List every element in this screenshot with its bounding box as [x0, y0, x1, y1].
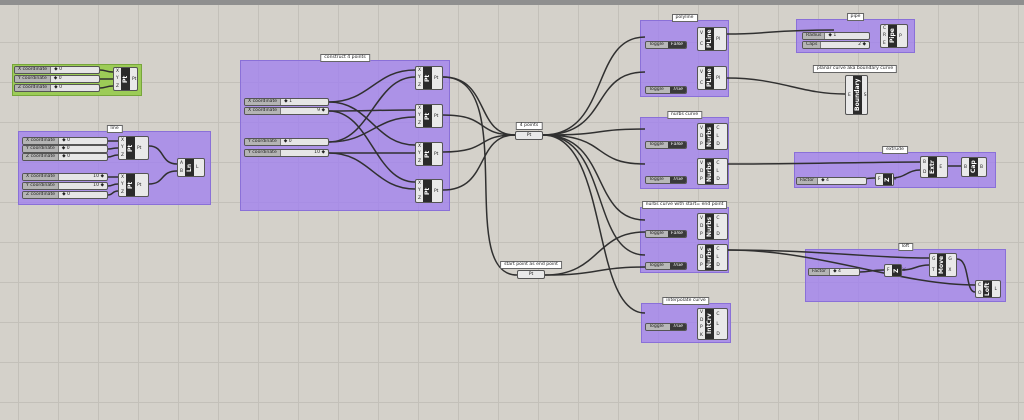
group-title-nurbs-se: nurbs curve with start= end point — [641, 201, 728, 209]
param-title: start point as end point — [500, 261, 562, 269]
param-start-point-as-end-point[interactable]: start point as end point Pt — [500, 261, 562, 279]
group-planar-curve[interactable]: planar curve aka boundary curve — [812, 65, 898, 117]
group-title-construct: construct 4 points — [320, 54, 370, 62]
component-boundary-surfaces[interactable]: E Boundary S — [845, 75, 868, 115]
slider-label: X coordinate — [15, 67, 52, 73]
group-title-extrude: extrude — [882, 146, 908, 154]
slider-label: Z coordinate — [15, 85, 52, 91]
param-title: 4 points — [515, 122, 543, 130]
slider-x-coordinate[interactable]: X coordinate ◆ 0 — [14, 66, 100, 74]
slider-z-coordinate[interactable]: Z coordinate ◆ 0 — [14, 84, 100, 92]
group-title-polyline: polyline — [671, 14, 698, 22]
group-title-pipe: pipe — [846, 13, 865, 21]
component-unit-z[interactable]: F Z V — [875, 173, 897, 186]
group-polyline[interactable]: polyline — [640, 14, 729, 97]
group-title-nurbs: nurbs curve — [666, 111, 703, 119]
slider-factor[interactable]: Factor◆ 4 — [796, 177, 867, 185]
component-name: Pt — [121, 68, 131, 90]
param-4-points[interactable]: 4 points Pt — [515, 122, 543, 140]
slider-x-coordinate[interactable]: X coordinate◆ 1 — [244, 98, 329, 106]
slider-y-coordinate[interactable]: Y coordinate ◆ 0 — [14, 75, 100, 83]
group-title-loft: loft — [897, 243, 914, 251]
slider-y-coordinate[interactable]: Y coordinate◆ 0 — [244, 138, 329, 146]
group-title-line: line — [106, 125, 123, 133]
param-label: Pt — [526, 133, 532, 138]
slider-value: ◆ 0 — [54, 85, 63, 90]
slider-value: ◆ 0 — [54, 67, 63, 72]
component-cap-holes[interactable]: B Cap B — [961, 157, 987, 177]
slider-z-coordinate[interactable]: Z coordinate◆ 0 — [22, 153, 108, 161]
slider-z-coordinate[interactable]: Z coordinate◆ 0 — [22, 191, 108, 199]
slider-label: Y coordinate — [15, 76, 51, 82]
slider-value: ◆ 0 — [53, 76, 62, 81]
group-title-planar: planar curve aka boundary curve — [812, 65, 898, 73]
group-title-interpolate: interpolate curve — [662, 297, 710, 305]
slider-y-coordinate[interactable]: Y coordinate◆ 0 — [22, 145, 108, 153]
slider-radius[interactable]: Radius◆ 1 — [802, 32, 870, 40]
slider-factor[interactable]: Factor◆ 4 — [808, 268, 860, 276]
component-unit-z[interactable]: F Z V — [884, 264, 906, 277]
slider-x-coordinate[interactable]: X coordinate◆ 0 — [22, 137, 108, 145]
canvas-top-bar — [0, 0, 1024, 5]
param-label: Pt — [528, 272, 534, 277]
